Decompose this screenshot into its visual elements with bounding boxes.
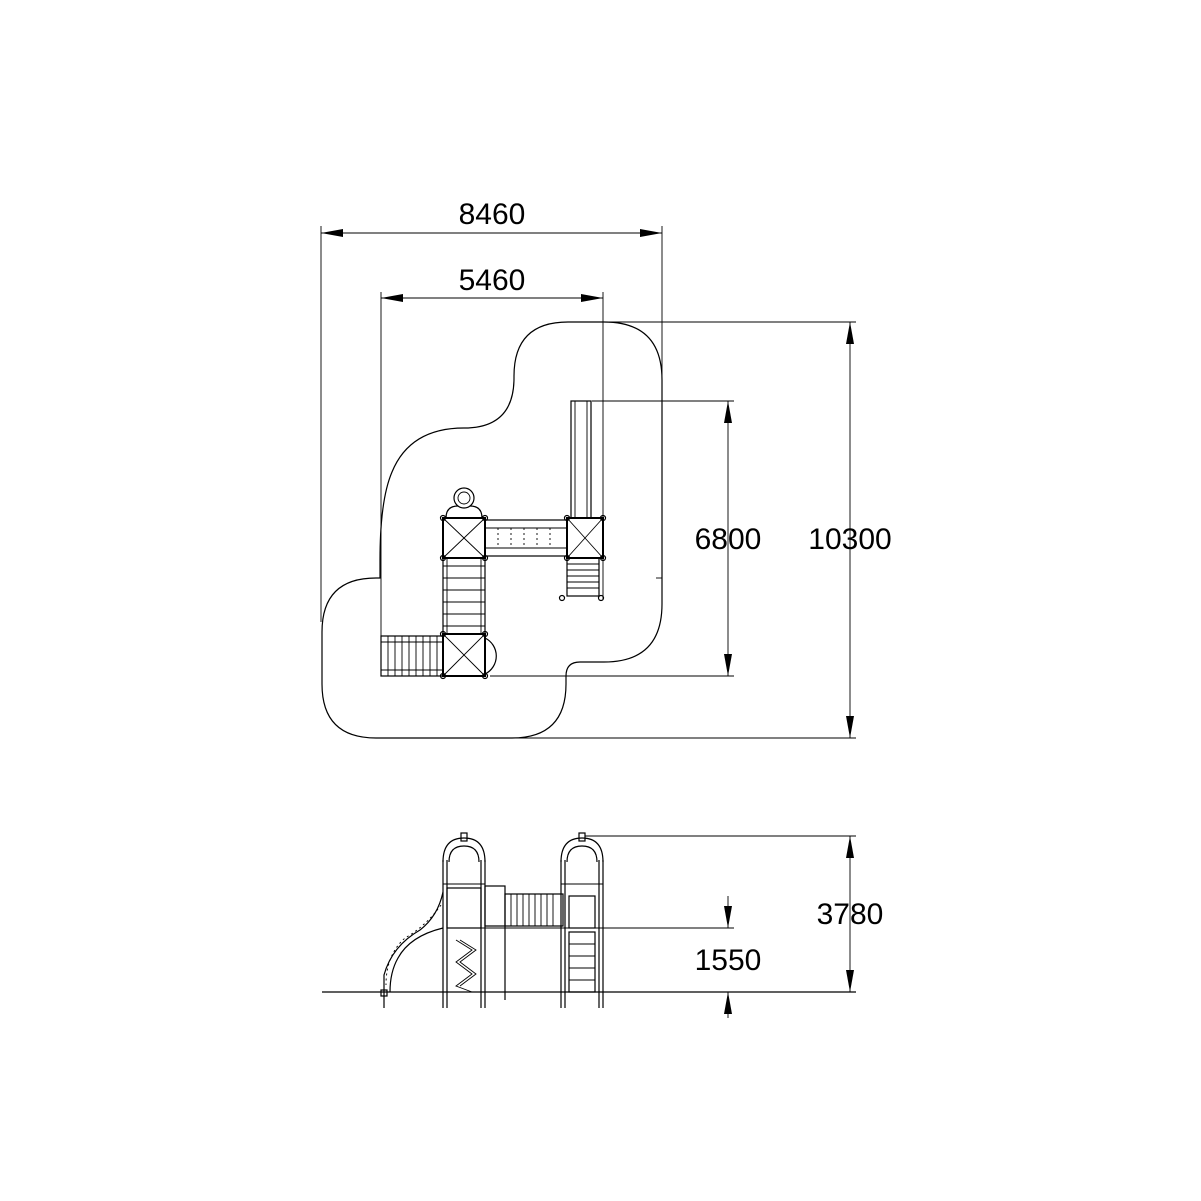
walkway-plan-left (442, 557, 486, 635)
dimension-10300: 10300 (512, 321, 892, 739)
ladder-plan-right (558, 557, 605, 602)
dim-label-6800: 6800 (695, 523, 762, 556)
dimension-1550: 1550 (603, 896, 761, 1018)
dim-label-1550: 1550 (695, 944, 762, 977)
walkway-plan-bottom (380, 635, 444, 677)
slide-elevation (380, 891, 444, 1008)
dim-label-3780: 3780 (817, 898, 884, 931)
safety-zone-outline (321, 321, 663, 739)
dimension-3780: 3780 (585, 835, 884, 992)
dim-label-10300: 10300 (808, 523, 891, 556)
dim-label-8460: 8460 (459, 198, 526, 231)
tower-platform-left (439, 487, 489, 562)
dimension-6800: 6800 (490, 400, 762, 677)
dimension-5460: 5460 (380, 264, 604, 676)
dimension-8460: 8460 (320, 198, 663, 622)
elevation-view: 1550 3780 (322, 832, 884, 1018)
tower-elevation-right (560, 832, 604, 1008)
tower-platform-lower (439, 630, 497, 680)
bridge-elevation (484, 885, 564, 1000)
tower-platform-right (563, 514, 607, 562)
plan-view: 8460 5460 6800 10300 (320, 198, 892, 739)
tower-elevation-left (442, 832, 486, 1008)
dim-label-5460: 5460 (459, 264, 526, 297)
bridge-plan (484, 519, 568, 557)
slide-plan (570, 400, 592, 519)
